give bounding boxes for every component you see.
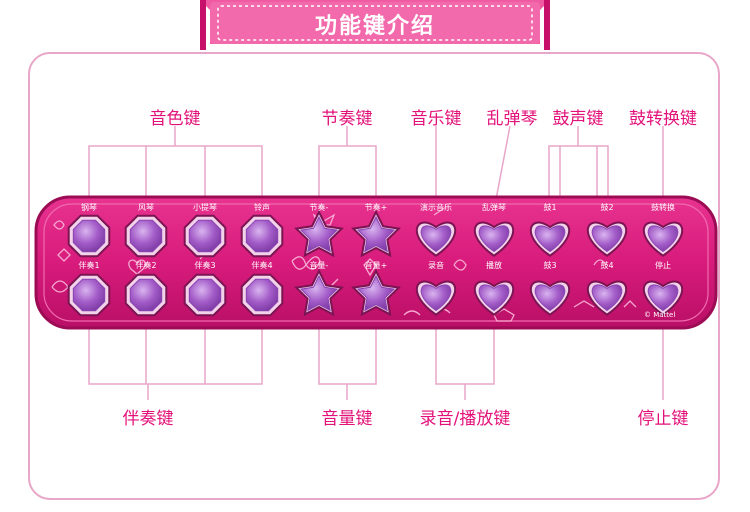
top-octagon-button-1[interactable] [67,214,111,258]
button-label: 音量+ [364,261,388,270]
bottom-octagon-button-2[interactable] [124,273,168,317]
callout-stop-key: 停止键 [637,409,689,429]
keyboard-panel: © Mattel [34,195,718,330]
callout-accompany-keys: 伴奏键 [122,409,174,429]
button-label: 鼓4 [600,261,614,270]
bottom-heart-button-8[interactable] [473,280,515,316]
bottom-heart-button-7[interactable] [415,280,457,316]
bottom-octagon-button-4[interactable] [240,273,284,317]
button-label: 节奏+ [364,203,388,212]
button-label: 伴奏2 [135,261,157,270]
callout-tempo-keys: 节奏键 [321,109,373,129]
button-label: 小提琴 [193,203,217,212]
page-title: 功能键介绍 [314,14,435,39]
bottom-star-button-5[interactable] [294,268,344,317]
bottom-octagon-button-1[interactable] [67,273,111,317]
top-octagon-button-2[interactable] [124,214,168,258]
top-heart-button-8[interactable] [473,221,515,257]
callout-drum-keys: 鼓声键 [552,109,604,129]
content-frame [28,52,720,500]
tiara-icon-2 [573,300,595,308]
button-label: 演示音乐 [420,203,452,212]
title-banner [200,0,550,50]
top-octagon-button-4[interactable] [240,214,284,258]
button-label: 鼓2 [600,203,614,212]
button-label: 乱弹琴 [482,203,506,212]
button-label: 伴奏1 [78,261,100,270]
button-label: 鼓3 [543,261,557,270]
bottom-heart-button-10[interactable] [586,280,628,316]
button-label: 音量- [309,261,329,270]
guitar-icon-3 [433,206,447,216]
diamond-icon-2 [623,300,637,308]
top-heart-button-11[interactable] [642,221,684,257]
button-label: 铃声 [254,203,270,212]
callout-volume-keys: 音量键 [321,409,373,429]
button-label: 鼓1 [543,203,557,212]
butterfly-icon [291,256,321,270]
button-label: 伴奏4 [251,261,273,270]
bottom-octagon-button-3[interactable] [183,273,227,317]
callout-record-play-keys: 录音/播放键 [419,409,511,429]
button-label: 伴奏3 [194,261,216,270]
diamond-icon [57,248,71,262]
callout-drum-switch-key: 鼓转换键 [629,109,697,129]
button-label: 停止 [655,261,671,270]
button-label: 录音 [428,261,444,270]
tiara-icon [493,308,515,322]
top-star-button-6[interactable] [351,209,401,258]
button-label: 节奏- [309,203,329,212]
bottom-star-button-6[interactable] [351,268,401,317]
button-label: 鼓转换 [651,203,675,212]
barbie-logo-icon [53,220,65,230]
button-label: 钢琴 [81,203,97,212]
top-octagon-button-3[interactable] [183,214,227,258]
callout-random-key: 乱弹琴 [486,109,538,129]
top-star-button-5[interactable] [294,209,344,258]
callout-music-key: 音乐键 [410,109,462,129]
button-label: 播放 [486,261,502,270]
shoe-icon [453,259,467,271]
callout-tone-keys: 音色键 [149,109,201,129]
bottom-heart-button-11[interactable] [642,280,684,316]
top-heart-button-7[interactable] [415,221,457,257]
button-layer [67,209,684,317]
copyright-text: © Mattel [644,311,675,319]
top-heart-button-10[interactable] [586,221,628,257]
bottom-heart-button-9[interactable] [529,280,571,316]
top-heart-button-9[interactable] [529,221,571,257]
ballet-shoes-icon-2 [593,259,607,266]
button-label: 风琴 [138,203,154,212]
ballet-shoes-icon [363,258,377,277]
sunglasses-icon [403,310,421,316]
